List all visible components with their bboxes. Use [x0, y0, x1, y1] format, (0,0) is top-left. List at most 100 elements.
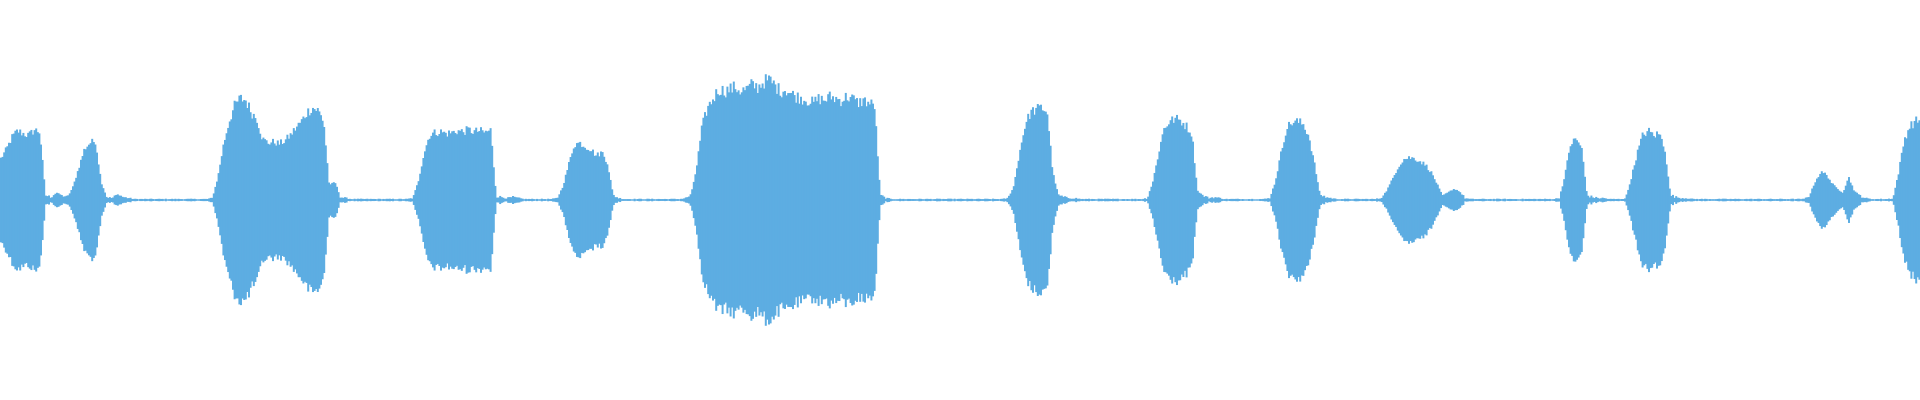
waveform-sample: [1552, 199, 1554, 201]
waveform-sample: [1228, 198, 1231, 202]
waveform-sample: [1913, 120, 1916, 280]
waveform-sample: [313, 109, 316, 291]
waveform-sample: [1873, 199, 1876, 201]
waveform-sample: [859, 98, 862, 302]
waveform-sample: [632, 199, 634, 201]
waveform-sample: [987, 198, 990, 202]
waveform-sample: [140, 198, 143, 202]
waveform-sample: [851, 94, 854, 306]
waveform-sample: [259, 133, 262, 267]
waveform-sample: [1625, 194, 1628, 206]
waveform-sample: [280, 139, 282, 261]
waveform-sample: [1795, 198, 1798, 202]
waveform-sample: [1716, 198, 1719, 202]
waveform-sample: [686, 197, 689, 203]
waveform-sample: [1145, 198, 1148, 202]
waveform-sample: [760, 87, 762, 313]
waveform-sample: [1582, 161, 1585, 239]
waveform-sample: [899, 198, 902, 202]
waveform-sample: [963, 199, 966, 201]
waveform-sample: [894, 199, 897, 201]
waveform-sample: [395, 199, 398, 201]
waveform-sample: [822, 100, 825, 300]
waveform-sample: [315, 110, 318, 290]
waveform-sample: [752, 81, 754, 319]
waveform-sample: [1278, 160, 1281, 240]
waveform-sample: [596, 152, 599, 248]
waveform-sample: [798, 103, 801, 297]
waveform-sample: [788, 93, 791, 307]
waveform-sample: [1379, 198, 1382, 202]
waveform-sample: [46, 196, 49, 204]
waveform-sample: [939, 198, 942, 202]
waveform-sample: [1760, 199, 1762, 201]
waveform-sample: [1110, 199, 1113, 201]
waveform-sample: [1572, 138, 1575, 262]
waveform-sample: [472, 133, 474, 267]
waveform-sample: [753, 88, 756, 312]
waveform-sample: [1507, 199, 1510, 201]
waveform-sample: [1456, 189, 1458, 211]
waveform-sample: [1785, 199, 1788, 201]
waveform-sample: [992, 198, 994, 202]
waveform-sample: [176, 199, 178, 201]
waveform-sample: [1372, 198, 1375, 202]
waveform-sample: [1908, 128, 1911, 272]
waveform-sample: [414, 190, 417, 210]
waveform-sample: [1635, 160, 1638, 240]
waveform-sample: [9, 142, 12, 258]
waveform-sample: [20, 135, 23, 265]
waveform-sample: [888, 198, 890, 202]
waveform-sample: [966, 198, 969, 202]
waveform-sample: [827, 94, 830, 306]
waveform-sample: [1008, 195, 1010, 205]
waveform-sample: [435, 135, 438, 265]
waveform-sample: [1721, 198, 1724, 202]
waveform-sample: [526, 199, 529, 201]
waveform-sample: [67, 195, 70, 205]
waveform-sample: [1692, 198, 1695, 202]
waveform-sample: [1897, 174, 1900, 226]
waveform-sample: [1190, 136, 1193, 264]
waveform-sample: [1611, 198, 1614, 202]
waveform-sample: [84, 149, 87, 251]
waveform-sample: [275, 145, 278, 255]
waveform-sample: [915, 199, 918, 201]
waveform-sample: [24, 136, 26, 264]
waveform-sample: [428, 138, 431, 262]
waveform-sample: [366, 198, 369, 202]
waveform-sample: [614, 197, 617, 203]
waveform-sample: [896, 199, 898, 201]
waveform-sample: [1032, 107, 1034, 293]
waveform-sample: [6, 146, 9, 254]
waveform-sample: [944, 199, 946, 201]
waveform-sample: [1211, 197, 1214, 203]
waveform-sample: [406, 198, 409, 202]
waveform-sample: [1844, 185, 1847, 215]
waveform-sample: [1171, 116, 1174, 284]
waveform-sample: [1806, 197, 1809, 203]
waveform-sample: [484, 130, 487, 270]
waveform-sample: [1667, 176, 1670, 224]
waveform-sample: [638, 198, 641, 202]
waveform-sample: [868, 104, 871, 296]
waveform-sample: [1657, 134, 1660, 266]
waveform-sample: [1865, 197, 1868, 203]
waveform-sample: [608, 172, 610, 228]
waveform-sample: [920, 198, 922, 202]
waveform-sample: [1547, 199, 1550, 201]
waveform-sample: [1526, 199, 1529, 201]
waveform-sample: [324, 145, 327, 255]
waveform-sample: [1475, 199, 1478, 201]
waveform-sample: [500, 197, 503, 203]
waveform-sample: [1081, 198, 1084, 202]
waveform-sample: [1187, 132, 1190, 268]
waveform-sample: [353, 198, 356, 202]
waveform-sample: [988, 199, 991, 201]
waveform-sample: [436, 136, 439, 264]
waveform-sample: [433, 129, 436, 271]
waveform-sample: [212, 193, 215, 207]
waveform-sample: [747, 85, 750, 315]
waveform-sample: [1083, 199, 1086, 201]
waveform-sample: [865, 106, 868, 294]
